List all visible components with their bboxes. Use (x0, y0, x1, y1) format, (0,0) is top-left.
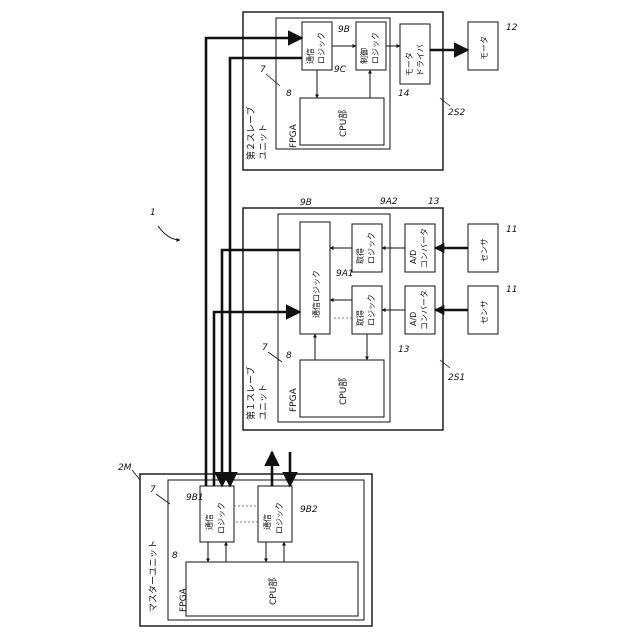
master-logic2-line2: ロジック (275, 502, 284, 534)
slave2-cpu-ref: 8 (286, 89, 292, 99)
slave2-fpga-ref: 7 (260, 65, 266, 75)
figure-number: 1 (150, 208, 180, 240)
master-title: マスターユニット (148, 540, 159, 612)
slave1-ad-top-line1: A/D (409, 250, 418, 264)
svg-text:センサ: センサ (480, 238, 489, 262)
first-slave-unit: 第１スレーブ ユニット FPGA 7 8 CPU部 通信ロジック 9B 取得 ロ… (243, 197, 465, 430)
svg-text:センサ: センサ (480, 300, 489, 324)
slave2-cpu-label: CPU部 (337, 110, 349, 137)
master-ref: 2M (118, 463, 132, 473)
slave2-ctrl-logic-line1: 制御 (359, 48, 369, 64)
svg-text:12: 12 (506, 23, 518, 33)
slave2-ref: 2S2 (448, 108, 465, 118)
slave1-ad-bottom-line1: A/D (409, 312, 418, 326)
sensor-top: センサ 11 (468, 224, 517, 272)
slave1-cpu-ref: 8 (286, 351, 292, 361)
slave2-ctrl-ref: 9C (334, 65, 347, 75)
master-logic2-ref: 9B2 (300, 505, 318, 515)
slave1-ad-bottom-ref: 13 (398, 345, 410, 355)
slave1-cpu-label: CPU部 (337, 378, 349, 405)
svg-text:モータ: モータ (480, 36, 489, 60)
svg-text:ユニット: ユニット (259, 124, 269, 160)
slave1-acq-top-ref: 9A2 (380, 197, 398, 207)
slave1-ad-top-ref: 13 (428, 197, 440, 207)
slave1-comm-label: 通信ロジック (311, 270, 321, 318)
master-logic2-line1: 通信 (262, 514, 272, 530)
slave2-motor-driver-line1: モータ (405, 52, 414, 76)
slave1-acq-bottom-ref: 9A1 (336, 269, 354, 279)
second-slave-unit: 第２スレーブ ユニット FPGA 7 8 CPU部 通信 ロジック 9B 制御 … (243, 12, 465, 170)
slave1-acq-bottom-line2: ロジック (367, 294, 376, 326)
slave1-fpga-ref: 7 (262, 343, 268, 353)
slave1-ad-top-line2: コンバータ (420, 228, 429, 268)
master-logic1-line2: ロジック (217, 502, 226, 534)
slave1-acq-top-line2: ロジック (367, 232, 376, 264)
svg-text:1: 1 (150, 208, 156, 218)
slave2-comm-logic-line1: 通信 (305, 48, 315, 64)
slave1-fpga-label: FPGA (289, 387, 299, 412)
slave2-motor-driver-line2: ドライバ (416, 44, 425, 76)
slave2-comm-ref: 9B (338, 25, 350, 35)
slave2-fpga-label: FPGA (289, 123, 299, 148)
svg-text:ユニット: ユニット (259, 384, 269, 420)
sensor-bottom: センサ 11 (468, 285, 517, 334)
master-logic1-ref: 9B1 (186, 493, 204, 503)
svg-text:第２スレーブ: 第２スレーブ (245, 107, 257, 160)
slave2-comm-logic-line2: ロジック (317, 32, 326, 64)
master-unit: マスターユニット FPGA 7 8 2M CPU部 通信 ロジック 9B1 通信… (118, 463, 372, 626)
svg-text:11: 11 (506, 225, 517, 235)
slave1-acq-bottom-line1: 取得 (355, 310, 365, 326)
master-logic1-line1: 通信 (204, 514, 214, 530)
slave1-comm-ref: 9B (300, 198, 312, 208)
slave1-acq-top-line1: 取得 (355, 248, 365, 264)
motor: モータ 12 (468, 22, 518, 70)
slave2-driver-ref: 14 (398, 89, 410, 99)
master-cpu-ref: 8 (172, 551, 178, 561)
slave1-ref: 2S1 (448, 373, 465, 383)
slave2-ctrl-logic-line2: ロジック (371, 32, 380, 64)
master-cpu-label: CPU部 (267, 578, 279, 605)
svg-text:第１スレーブ: 第１スレーブ (245, 367, 257, 420)
slave1-ad-bottom-line2: コンバータ (420, 290, 429, 330)
svg-text:11: 11 (506, 285, 517, 295)
master-fpga-ref: 7 (150, 485, 156, 495)
